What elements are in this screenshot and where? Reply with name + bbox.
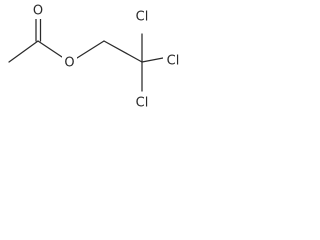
bonds [8,16,164,92]
chlorine-top-label: Cl [136,10,149,25]
bond-methylene-trichloro-carbon [103,40,143,63]
bond-carbon-chlorine-right [141,57,164,63]
bond-methyl-carbonyl [8,40,39,63]
structural-formula: O O Cl Cl Cl [8,4,184,111]
chlorine-right-label: Cl [167,54,180,69]
ester-oxygen-label: O [64,56,74,71]
bond-ester-oxygen-methylene [76,40,105,59]
chlorine-bottom-label: Cl [136,96,149,111]
atom-labels: O O Cl Cl Cl [31,4,184,111]
carbonyl-oxygen-label: O [33,4,43,19]
bond-carbonyl-ester-oxygen [37,40,63,58]
